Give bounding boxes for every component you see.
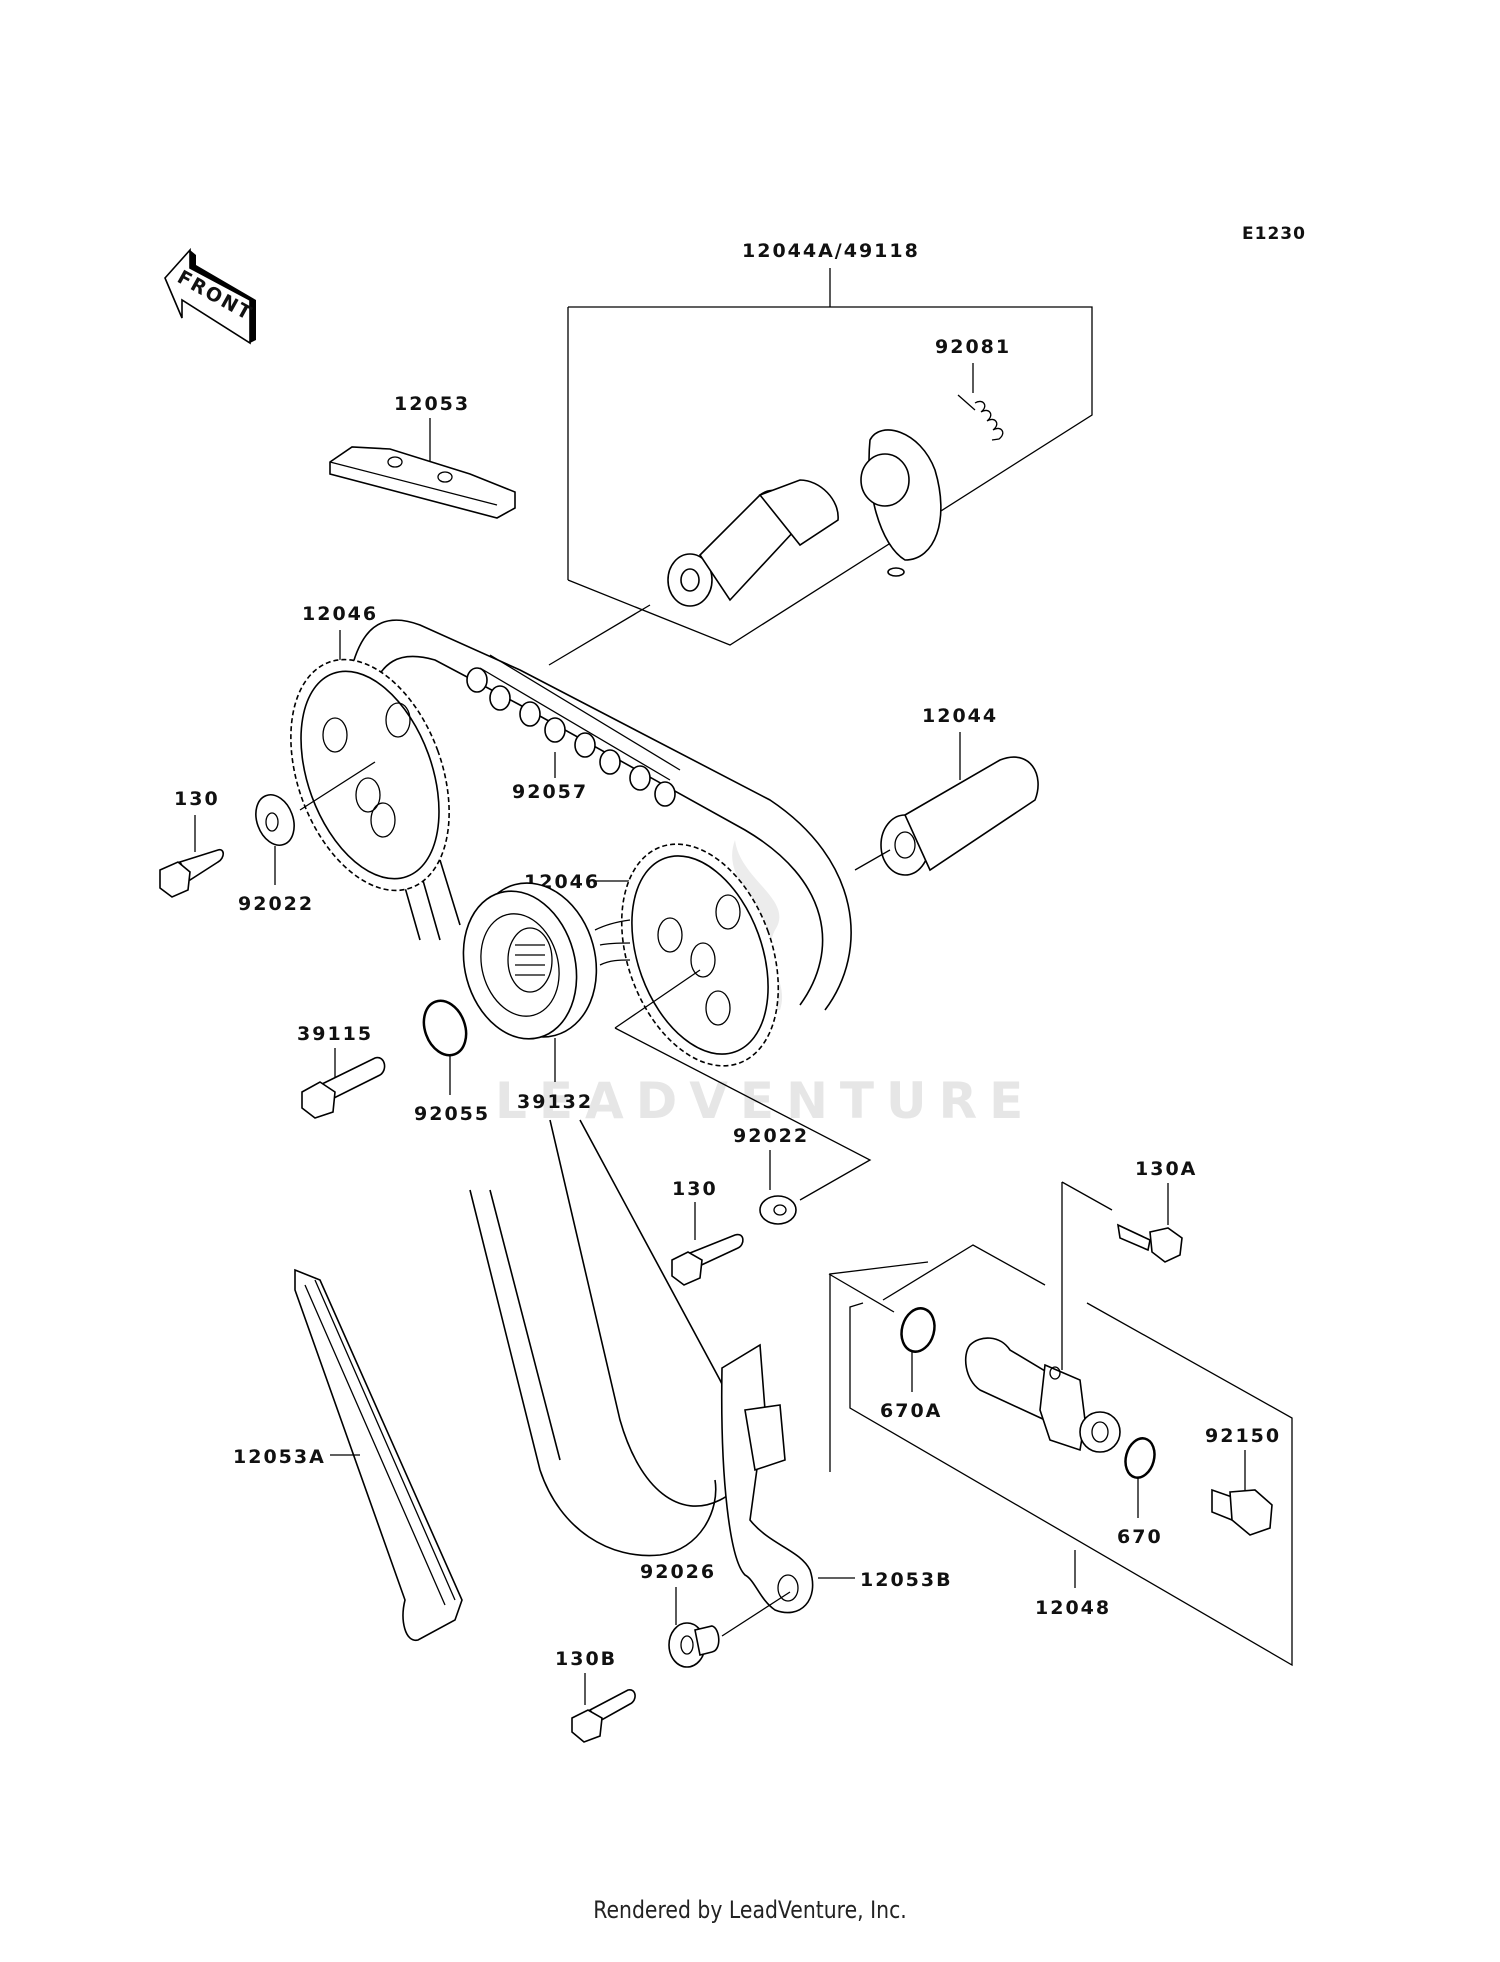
diagram-code: E1230 — [1242, 224, 1306, 244]
chain-guide-left: 12053A — [233, 1268, 463, 1641]
label-92026: 92026 — [640, 1561, 716, 1583]
label-92022-left: 92022 — [238, 893, 314, 915]
pulley: 39132 — [462, 882, 598, 1113]
washer-92022-left: 92022 — [238, 794, 314, 915]
bolt-130b: 130B — [555, 1648, 636, 1743]
label-130b: 130B — [555, 1648, 617, 1670]
label-92055: 92055 — [414, 1103, 490, 1125]
label-92150: 92150 — [1205, 1425, 1281, 1447]
watermark-text: LEADVENTURE — [495, 1072, 1035, 1130]
label-130-left: 130 — [174, 788, 220, 810]
bolt-130-center: 130 — [671, 1178, 744, 1286]
label-12046-upper: 12046 — [302, 603, 378, 625]
camshaft: 12044 — [854, 705, 1039, 876]
footer-credit: Rendered by LeadVenture, Inc. — [593, 1896, 907, 1924]
label-130-center: 130 — [672, 1178, 718, 1200]
bolt-130-left: 130 — [159, 788, 225, 898]
tensioner-bracket: 12048 — [828, 1244, 1293, 1667]
label-12044: 12044 — [922, 705, 998, 727]
label-12053a: 12053A — [233, 1446, 326, 1468]
label-92081: 92081 — [935, 336, 1011, 358]
plug-92150: 92150 — [1205, 1425, 1281, 1536]
label-39132: 39132 — [517, 1091, 593, 1113]
bolt-130a: 130A — [1061, 1158, 1197, 1370]
label-670: 670 — [1117, 1526, 1163, 1548]
label-130a: 130A — [1135, 1158, 1197, 1180]
bolt-39115: 39115 — [297, 1023, 386, 1119]
camshaft-assembly-bracket: 12044A/49118 — [567, 240, 1093, 646]
oring-670a: 670A — [880, 1307, 942, 1422]
tensioner-body — [964, 1337, 1121, 1453]
label-12053: 12053 — [394, 393, 470, 415]
label-92022-right: 92022 — [733, 1125, 809, 1147]
chain-guide-top: 12053 — [329, 393, 516, 519]
label-12048: 12048 — [1035, 1597, 1111, 1619]
sprocket-lower: 12046 — [524, 843, 872, 1201]
chain-guide-tensioner: 12053B — [720, 1343, 953, 1614]
label-12044a-49118: 12044A/49118 — [742, 240, 920, 262]
label-670a: 670A — [880, 1400, 942, 1422]
collar-92026: 92026 — [640, 1561, 791, 1668]
washer-92022-right: 92022 — [733, 1125, 809, 1225]
spring-icon: 92081 — [935, 336, 1011, 441]
oring-670: 670 — [1117, 1437, 1163, 1548]
label-12053b: 12053B — [860, 1569, 953, 1591]
camshaft-assembly-part — [548, 429, 942, 666]
oring-92055: 92055 — [414, 999, 490, 1125]
chain-links — [466, 654, 681, 807]
front-arrow-icon: FRONT — [164, 247, 257, 345]
label-39115: 39115 — [297, 1023, 373, 1045]
sprocket-upper: 12046 — [290, 603, 450, 892]
label-92057: 92057 — [512, 781, 588, 803]
